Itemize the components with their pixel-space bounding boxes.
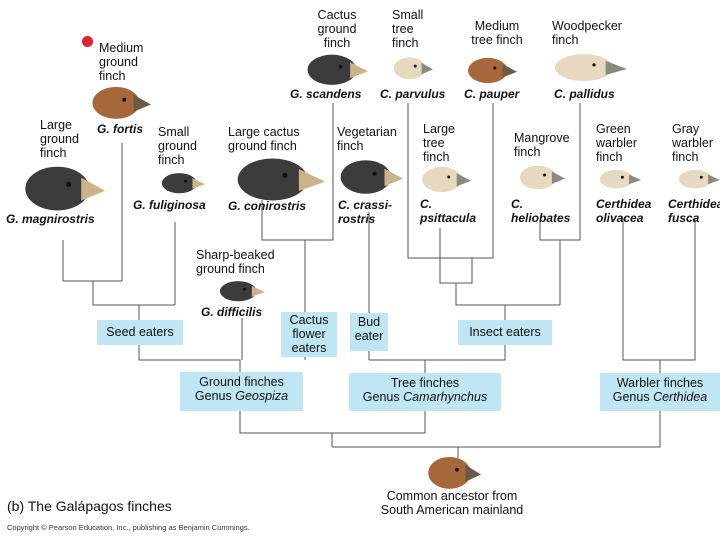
finch-head-icon bbox=[234, 152, 326, 207]
finch-head-icon bbox=[218, 278, 266, 307]
genus-tree-finches: Tree finches Genus Camarhynchus bbox=[349, 373, 501, 411]
finch-head-icon bbox=[22, 160, 106, 217]
finch-head-icon bbox=[160, 170, 206, 199]
species-scientific-name: G. magnirostris bbox=[6, 212, 95, 226]
diet-group-insect-eaters: Insect eaters bbox=[458, 320, 552, 345]
genus-ground-finches: Ground finches Genus Geospiza bbox=[180, 372, 303, 411]
finch-head-icon bbox=[598, 167, 642, 194]
species-scientific-name: G. difficilis bbox=[201, 305, 263, 319]
marker-dot bbox=[82, 36, 93, 47]
finch-head-icon bbox=[466, 54, 518, 89]
species-scientific-name: C. parvulus bbox=[380, 87, 446, 101]
species-scientific-name: G. scandens bbox=[290, 87, 362, 101]
species-scientific-name: C. pauper bbox=[464, 87, 520, 101]
species-scientific-name: G. fuliginosa bbox=[133, 198, 206, 212]
finch-head-icon bbox=[392, 54, 434, 85]
species-scientific-name: C.heliobates bbox=[511, 197, 571, 225]
finch-head-icon bbox=[305, 50, 369, 91]
finch-head-icon bbox=[420, 163, 472, 198]
ancestor-finch-head-icon bbox=[426, 452, 482, 495]
species-scientific-name: G. conirostris bbox=[228, 199, 307, 213]
species-scientific-name: C. crassi-rostris bbox=[338, 198, 393, 226]
finch-head-icon bbox=[90, 82, 152, 125]
species-scientific-name: C.psittacula bbox=[420, 197, 477, 225]
copyright-notice: Copyright © Pearson Education, Inc., pub… bbox=[7, 523, 250, 532]
species-scientific-name: C. pallidus bbox=[554, 87, 615, 101]
figure-caption: (b) The Galápagos finches bbox=[7, 498, 172, 514]
finch-head-icon bbox=[552, 50, 628, 87]
finch-head-icon bbox=[518, 162, 566, 195]
finch-head-icon bbox=[677, 167, 720, 194]
species-scientific-name: G. fortis bbox=[97, 122, 144, 136]
diet-group-seed-eaters: Seed eaters bbox=[97, 320, 183, 345]
genus-warbler-finches: Warbler finches Genus Certhidea bbox=[600, 373, 720, 411]
finch-head-icon bbox=[338, 155, 404, 200]
